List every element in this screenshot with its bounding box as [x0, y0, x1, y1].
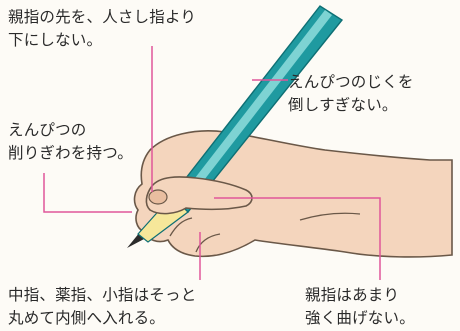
label-grip-point: えんぴつの 削りぎわを持つ。: [8, 119, 133, 165]
label-thumb-tip-line2: 下にしない。: [8, 31, 103, 49]
label-pencil-shaft-line1: えんぴつのじくを: [288, 73, 414, 91]
pencil: [127, 5, 344, 248]
label-other-fingers-line1: 中指、薬指、小指はそっと: [8, 286, 197, 304]
label-thumb-bend-line1: 親指はあまり: [305, 286, 400, 304]
label-grip-point-line1: えんぴつの: [8, 121, 87, 139]
leader-grip-point: [43, 173, 132, 213]
label-thumb-tip: 親指の先を、人さし指より 下にしない。: [8, 6, 196, 52]
label-pencil-shaft-line2: 倒しすぎない。: [288, 96, 398, 114]
label-thumb-tip-line1: 親指の先を、人さし指より: [8, 8, 197, 26]
label-thumb-bend: 親指はあまり 強く曲げない。: [305, 284, 415, 330]
label-other-fingers-line2: 丸めて内側へ入れる。: [8, 309, 166, 327]
finger-crease-1: [169, 217, 193, 237]
label-pencil-shaft: えんぴつのじくを 倒しすぎない。: [288, 71, 414, 117]
leader-thumb-bend: [214, 197, 381, 280]
finger-crease-2: [195, 233, 221, 253]
label-thumb-bend-line2: 強く曲げない。: [305, 309, 415, 327]
thumb: [145, 176, 253, 215]
thumbnail: [148, 189, 168, 205]
wrist-line: [299, 212, 361, 221]
pencil-stripe: [178, 10, 332, 206]
label-grip-point-line2: 削りぎわを持つ。: [8, 144, 133, 162]
label-other-fingers: 中指、薬指、小指はそっと 丸めて内側へ入れる。: [8, 284, 196, 330]
